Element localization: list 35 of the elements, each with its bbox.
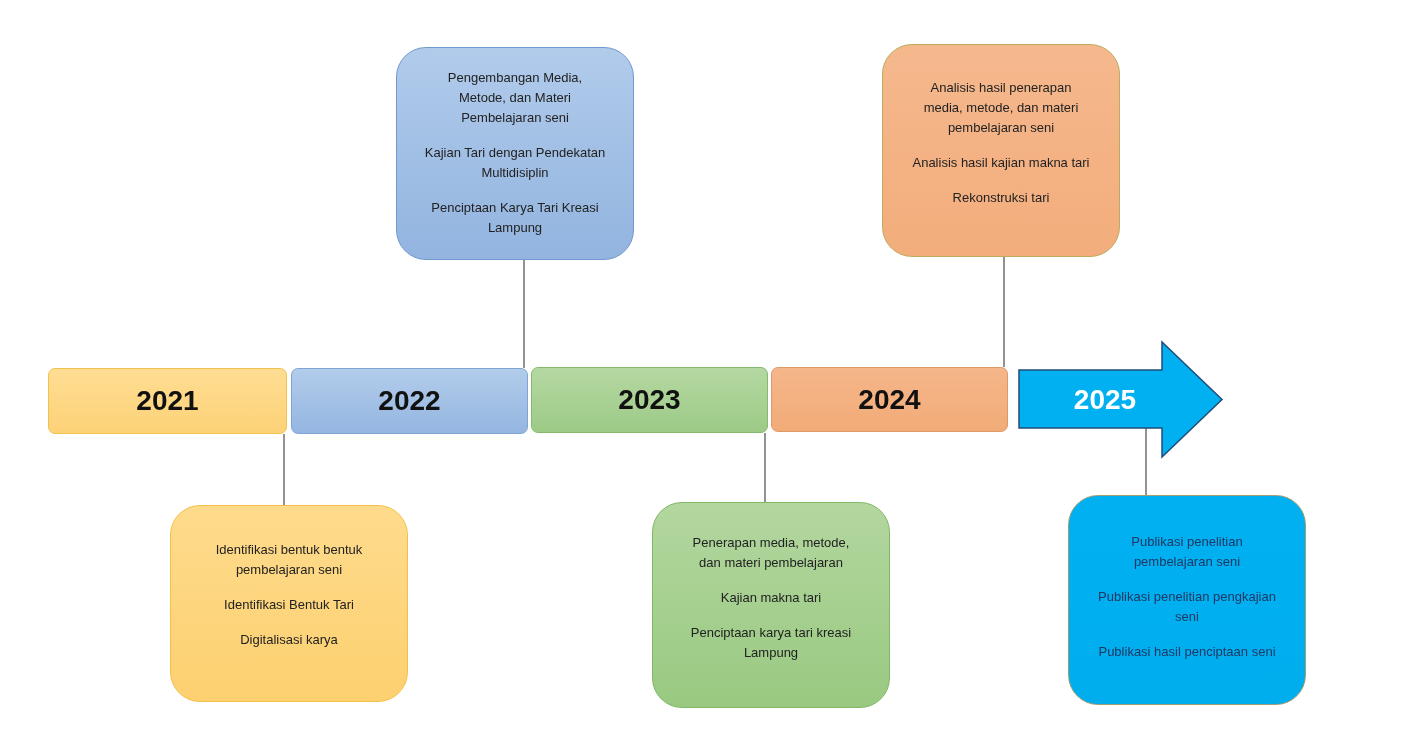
activity-box <box>396 47 634 260</box>
connector-line <box>523 259 525 369</box>
year-marker <box>1018 341 1223 458</box>
year-label: 2024 <box>858 383 921 416</box>
connector-line <box>1003 256 1005 368</box>
activity-text: Penerapan media, metode, dan materi pembelajaran <box>691 534 851 572</box>
activity-text: Publikasi hasil penciptaan seni <box>1097 643 1277 661</box>
activity-text: Kajian Tari dengan Pendekatan Multidisiplin <box>423 144 607 182</box>
activity-box <box>170 505 408 702</box>
year-bar <box>771 367 1008 432</box>
activity-text: Analisis hasil penerapan media, metode, dan materi pembelajaran seni <box>922 79 1080 137</box>
activity-text: Penciptaan karya tari kreasi Lampung <box>689 624 853 662</box>
year-label: 2025 <box>1073 383 1137 416</box>
activity-text: Publikasi penelitian pengkajian seni <box>1097 588 1277 626</box>
activity-text: Identifikasi bentuk bentuk pembelajaran seni <box>214 541 364 579</box>
activity-text: Publikasi penelitian pembelajaran seni <box>1130 533 1244 571</box>
activity-text: Penciptaan Karya Tari Kreasi Lampung <box>430 199 600 237</box>
activity-text: Pengembangan Media, Metode, dan Materi Pembelajaran seni <box>446 69 584 127</box>
activity-text: Rekonstruksi tari <box>951 189 1051 207</box>
activity-box <box>652 502 890 708</box>
activity-box <box>882 44 1120 257</box>
year-bar <box>48 368 287 434</box>
year-label: 2022 <box>378 385 441 417</box>
activity-box <box>1068 495 1306 705</box>
connector-line <box>283 433 285 506</box>
activity-text: Identifikasi Bentuk Tari <box>223 596 355 614</box>
connector-line <box>764 432 766 503</box>
year-bar <box>531 367 768 433</box>
year-label: 2023 <box>618 384 681 416</box>
activity-text: Kajian makna tari <box>719 589 823 607</box>
activity-text: Analisis hasil kajian makna tari <box>911 154 1091 172</box>
connector-line <box>1145 427 1147 496</box>
year-label: 2021 <box>136 385 199 417</box>
year-bar <box>291 368 528 434</box>
activity-text: Digitalisasi karya <box>239 631 339 649</box>
